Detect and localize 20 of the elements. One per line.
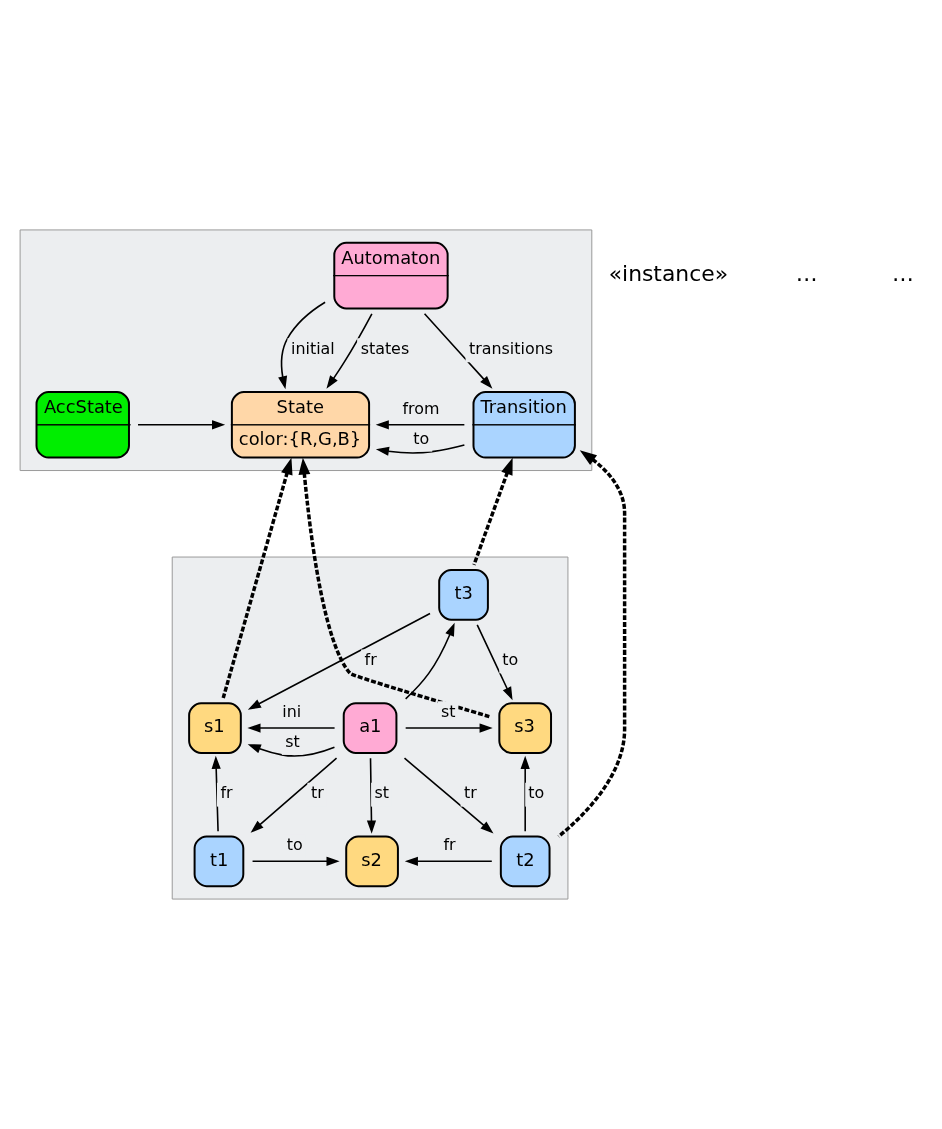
- edge-label: to: [502, 650, 519, 670]
- edge-label: fr: [220, 783, 233, 803]
- edge-label: to: [286, 835, 303, 855]
- edge-label: st: [440, 701, 456, 721]
- edge-label: ini: [282, 701, 302, 721]
- edge-label: to: [413, 428, 430, 448]
- label: …: [795, 261, 818, 287]
- edge-label: to: [528, 783, 545, 803]
- edge-label: st: [285, 731, 300, 751]
- edge-label: from: [402, 398, 440, 418]
- edge-label: initial: [291, 339, 335, 359]
- edge-label: transitions: [469, 339, 554, 359]
- label: …: [892, 261, 914, 287]
- edge-label: states: [360, 339, 410, 359]
- label: «instance»: [608, 261, 729, 287]
- edge-label: tr: [464, 783, 477, 803]
- edge-label: fr: [364, 650, 377, 670]
- edge-label: tr: [310, 783, 324, 803]
- edge-label: st: [374, 783, 390, 803]
- edge-label: fr: [443, 835, 456, 855]
